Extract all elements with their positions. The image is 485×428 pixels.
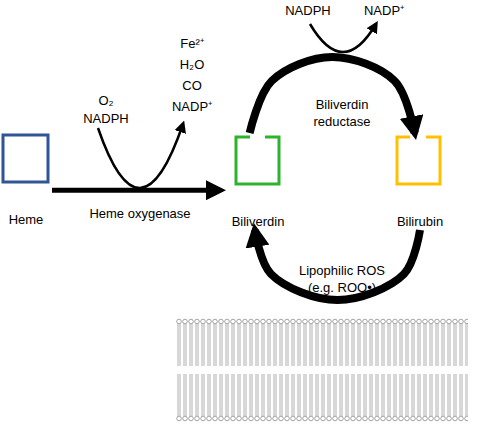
enzyme-label: Heme oxygenase xyxy=(80,205,200,222)
reaction-arrow xyxy=(250,57,415,133)
molecule-node: Biliverdin xyxy=(220,133,296,230)
cofactor-label: NADP⁺ xyxy=(364,3,404,19)
molecule-outline xyxy=(397,137,440,184)
cofactor-label: O₂ xyxy=(98,93,113,109)
cofactor-label: NADPH xyxy=(83,111,129,127)
cofactor-label: Fe²⁺ xyxy=(180,36,204,52)
cofactor-label: H₂O xyxy=(180,57,205,73)
molecule-name: Biliverdin xyxy=(220,214,296,230)
enzyme-label: Lipophilic ROS (e.g. ROO•) xyxy=(290,262,395,296)
reaction-arrow xyxy=(52,188,220,193)
molecule-node: Heme xyxy=(0,133,52,230)
cofactor-label: NADP⁺ xyxy=(172,99,212,115)
molecule-name: Heme xyxy=(0,212,52,228)
molecule-name: Bilirubin xyxy=(382,214,458,230)
cofactor-label: CO xyxy=(182,78,202,94)
molecule-outline xyxy=(236,137,279,184)
cofactor-arc xyxy=(98,124,183,188)
molecule-outline xyxy=(3,135,48,182)
cofactor-label: NADPH xyxy=(285,3,331,19)
lipid-bilayer xyxy=(176,318,468,422)
reaction-arrow xyxy=(255,230,420,300)
molecule-node: Bilirubin xyxy=(382,133,458,230)
cofactor-arc xyxy=(310,24,376,52)
enzyme-label: Biliverdin reductase xyxy=(302,96,382,130)
